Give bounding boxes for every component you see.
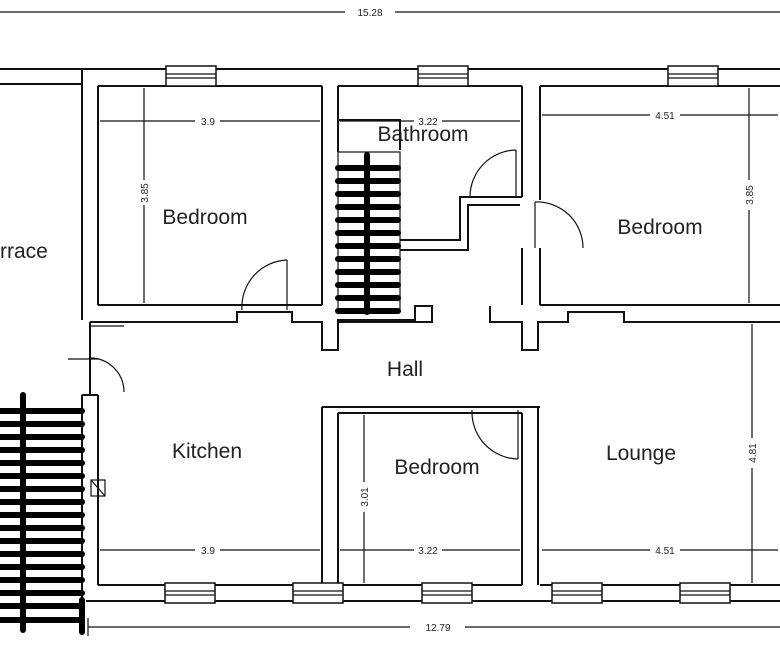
window-top-2 (417, 65, 469, 87)
room-label-terrace: rrace (0, 240, 48, 263)
room-label-bathroom: Bathroom (377, 123, 468, 146)
window-bottom-5 (679, 582, 731, 604)
room-label-hall: Hall (387, 358, 423, 381)
interior-dimensions: 3.9 3.85 3.22 4.51 3.85 3.9 3.22 3.01 4.… (100, 88, 778, 583)
window-bottom-4 (551, 582, 603, 604)
room-label-bedroom-bottom: Bedroom (394, 456, 479, 479)
dim-bathroom-width: 3.22 (418, 117, 438, 128)
room-label-bedroom-top-left: Bedroom (162, 206, 247, 229)
windows (164, 65, 731, 604)
door-bathroom (469, 149, 517, 198)
room-label-bedroom-top-right: Bedroom (617, 216, 702, 239)
doors (89, 149, 584, 460)
dim-bedroom-tr-height: 3.85 (745, 185, 756, 205)
exterior-walls (0, 68, 780, 602)
room-labels: rrace Bedroom Bathroom Bedroom Hall Kitc… (0, 123, 703, 479)
overall-bottom-dim-label: 12.79 (425, 623, 450, 634)
window-bottom-2 (292, 582, 344, 604)
door-bedroom-bottom (471, 409, 519, 460)
room-label-kitchen: Kitchen (172, 440, 242, 463)
dim-kitchen-width: 3.9 (201, 546, 215, 557)
door-kitchen (89, 357, 125, 393)
room-label-lounge: Lounge (606, 442, 676, 465)
interior-walls (68, 85, 780, 585)
window-bottom-1 (164, 582, 216, 604)
window-bottom-3 (421, 582, 473, 604)
overall-top-dim-label: 15.28 (357, 8, 382, 19)
window-top-1 (165, 65, 217, 87)
dim-lounge-height: 4.81 (748, 443, 759, 463)
staircase-exterior (0, 392, 85, 635)
door-bedroom-top-right (534, 201, 584, 249)
staircase-center (335, 151, 401, 315)
dim-bedroom-bottom-width: 3.22 (418, 546, 438, 557)
overall-top-dimension: 15.28 (0, 8, 780, 19)
dim-bedroom-tl-height: 3.85 (140, 183, 151, 203)
dim-lounge-width: 4.51 (655, 546, 675, 557)
dim-bedroom-tl-width: 3.9 (201, 117, 215, 128)
overall-bottom-dimension: 12.79 (87, 618, 780, 636)
dim-bedroom-bottom-height: 3.01 (360, 487, 371, 507)
door-bedroom-top-left (241, 259, 288, 311)
dim-bedroom-tr-width: 4.51 (655, 111, 675, 122)
window-top-3 (667, 65, 719, 87)
